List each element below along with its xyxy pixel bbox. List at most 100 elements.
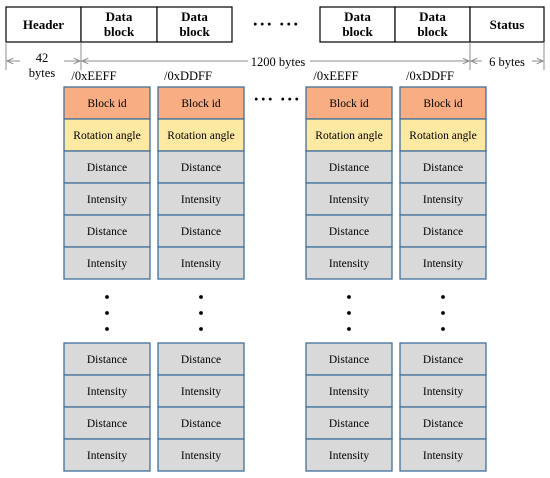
cell-label: Intensity [329,258,369,270]
block-cell-rotation: Rotation angle [63,118,151,152]
status-label: Status [490,17,525,32]
cell-label: Distance [329,418,369,430]
block-cell-intensity: Intensity [305,246,393,280]
cell-label: Distance [87,162,127,174]
block-cell-distance: Distance [399,342,487,376]
block-cell-distance: Distance [305,406,393,440]
cell-label: Block id [329,98,369,110]
cell-label: Intensity [181,258,221,270]
data-block-label: Data [419,9,446,24]
cell-label: Distance [87,226,127,238]
cell-label: Distance [423,162,463,174]
vertical-ellipsis [105,295,109,331]
data-block-label: block [179,24,210,39]
block-cell-distance: Distance [305,150,393,184]
block-cell-intensity: Intensity [157,182,245,216]
block-cell-distance: Distance [157,214,245,248]
header-size-unit: bytes [29,66,56,80]
cell-label: Intensity [423,258,463,270]
block-cell-distance: Distance [399,406,487,440]
cell-label: Distance [181,418,221,430]
data-block-label: block [342,24,373,39]
cell-label: Block id [423,98,463,110]
block-cell-distance: Distance [305,342,393,376]
cell-label: Rotation angle [73,130,140,142]
block-cell-distance: Distance [63,406,151,440]
block-cell-block-id: Block id [399,86,487,120]
cell-label: Intensity [423,386,463,398]
block-cell-distance: Distance [157,342,245,376]
cell-label: Distance [181,162,221,174]
block-cell-distance: Distance [157,406,245,440]
header-label: Header [23,17,64,32]
cell-label: Intensity [423,450,463,462]
cell-label: Intensity [181,450,221,462]
block-cell-intensity: Intensity [63,246,151,280]
cell-label: Intensity [329,450,369,462]
block-cell-intensity: Intensity [63,374,151,408]
cell-label: Distance [87,418,127,430]
cell-label: Distance [329,354,369,366]
cell-label: Intensity [87,258,127,270]
cell-label: Rotation angle [315,130,382,142]
cell-label: Distance [181,226,221,238]
data-block-field [80,6,158,43]
data-block-label: Data [344,9,371,24]
block-cell-rotation: Rotation angle [399,118,487,152]
cell-label: Intensity [87,450,127,462]
cell-label: Intensity [423,194,463,206]
block-cell-intensity: Intensity [305,438,393,472]
block-cell-intensity: Intensity [399,374,487,408]
block-cell-intensity: Intensity [399,182,487,216]
cell-label: Intensity [87,386,127,398]
block-cell-intensity: Intensity [157,374,245,408]
columns-ellipsis: ··· ··· [253,89,301,109]
byte-size-dimensions: 42 bytes 1200 bytes 6 bytes [5,42,545,80]
block-cell-intensity: Intensity [157,246,245,280]
cell-label: Intensity [329,194,369,206]
cell-label: Intensity [329,386,369,398]
vertical-ellipsis [347,295,351,331]
data-block-label: block [104,24,135,39]
block-cell-rotation: Rotation angle [157,118,245,152]
cell-label: Distance [329,162,369,174]
block-cell-block-id: Block id [305,86,393,120]
block-cell-distance: Distance [63,214,151,248]
cell-label: Block id [181,98,221,110]
cell-label: Distance [181,354,221,366]
cell-label: Rotation angle [409,130,476,142]
data-block-label: Data [106,9,133,24]
header-ellipsis: ··· ··· [252,14,300,34]
block-cell-distance: Distance [399,150,487,184]
block-cell-intensity: Intensity [63,182,151,216]
block-flag-label: /0xEEFF [71,69,116,83]
cell-label: Distance [329,226,369,238]
cell-label: Intensity [181,386,221,398]
block-cell-block-id: Block id [157,86,245,120]
cell-label: Distance [87,354,127,366]
block-cell-block-id: Block id [63,86,151,120]
data-block-label: block [417,24,448,39]
block-flag-label: /0xEEFF [313,69,358,83]
cell-label: Intensity [181,194,221,206]
header-field [5,6,82,43]
block-flag-label: /0xDDFF [406,69,454,83]
block-cell-intensity: Intensity [399,246,487,280]
header-size-label: 42 [36,51,49,65]
data-block-field [394,6,471,43]
data-block-field [156,6,233,43]
block-cell-rotation: Rotation angle [305,118,393,152]
cell-label: Distance [423,354,463,366]
block-cell-distance: Distance [63,342,151,376]
block-cell-intensity: Intensity [399,438,487,472]
block-cell-distance: Distance [305,214,393,248]
block-cell-intensity: Intensity [305,374,393,408]
cell-label: Rotation angle [167,130,234,142]
cell-label: Distance [423,418,463,430]
block-flag-label: /0xDDFF [164,69,212,83]
